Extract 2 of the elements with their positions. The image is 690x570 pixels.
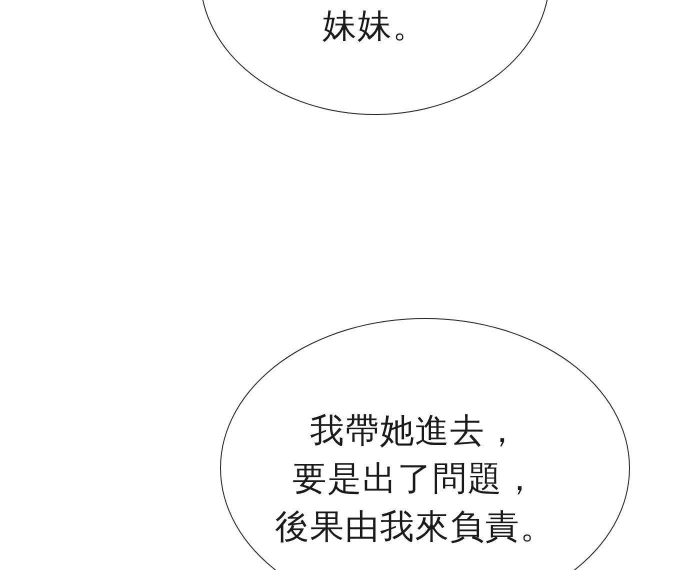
dialogue-text: 妹妹。 <box>322 5 428 48</box>
dialogue-text: 我帶她進去，要是出了問題，後果由我來負責。 <box>274 410 556 549</box>
